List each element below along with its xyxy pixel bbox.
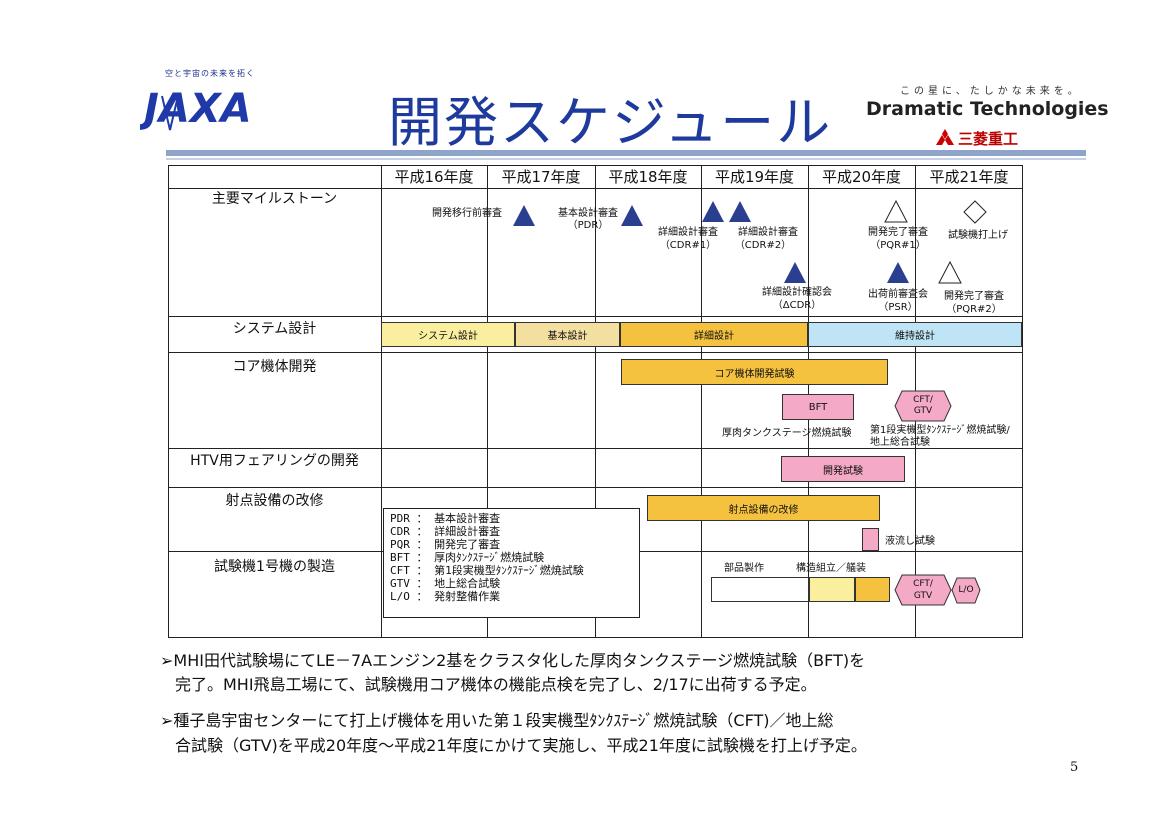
milestone-label: （ΔCDR） — [772, 300, 822, 311]
milestone-label: 詳細設計審査 — [658, 227, 718, 238]
year-h19: 平成19年度 — [714, 168, 795, 186]
bar-core-dev-test: コア機体開発試験 — [621, 359, 888, 385]
col-divider — [701, 165, 702, 638]
milestone-triangle-filled — [887, 262, 909, 283]
cft-label-2: CFT/ — [913, 579, 933, 589]
assembly-label: 構造組立／艤装 — [796, 563, 866, 574]
milestone-label: 詳細設計確認会 — [762, 287, 832, 298]
bar-parts-fabrication — [711, 577, 809, 602]
milestone-label: 試験機打上げ — [948, 230, 1008, 241]
jaxa-logo-mark: JAXA — [137, 86, 252, 132]
year-h18: 平成18年度 — [608, 168, 688, 186]
year-h20: 平成20年度 — [821, 168, 902, 186]
abbreviation-legend: PDR ： 基本設計審査 CDR ： 詳細設計審査 PQR ： 開発完了審査 B… — [383, 508, 640, 618]
year-h17: 平成17年度 — [501, 168, 581, 186]
legend-item: PQR ： 開発完了審査 — [390, 538, 501, 551]
bar-liquid-flow-test — [862, 528, 879, 551]
row-divider — [168, 448, 1023, 449]
cft-gtv-hexagon — [894, 390, 952, 422]
bar-detailed-design: 詳細設計 — [620, 322, 808, 347]
milestone-triangle-filled — [513, 205, 535, 226]
liquid-flow-label: 液流し試験 — [885, 536, 935, 547]
bar-bft: BFT — [782, 394, 854, 420]
bar-maintenance-design: 維持設計 — [808, 322, 1022, 347]
milestone-triangle-open — [938, 260, 962, 284]
jaxa-logo: JAXA — [137, 80, 252, 140]
bft-note: 厚肉タンクステージ燃焼試験 — [722, 428, 852, 439]
milestone-label: 開発完了審査 — [868, 227, 928, 238]
milestone-triangle-filled — [784, 262, 806, 283]
note-2-line-1: ➢種子島宇宙センターにて打上げ機体を用いた第１段実機型ﾀﾝｸｽﾃｰｼﾞ燃焼試験（… — [160, 711, 834, 730]
mitsubishi-logo-icon — [935, 128, 955, 150]
bar-launch-pad-refit: 射点設備の改修 — [647, 495, 880, 521]
legend-item: CDR ： 詳細設計審査 — [390, 525, 501, 538]
legend-item: GTV ： 地上総合試験 — [390, 577, 501, 590]
bar-assembly-1 — [809, 577, 855, 602]
year-h16: 平成16年度 — [394, 168, 474, 186]
header-divider-thin — [166, 158, 1086, 160]
cft-note: 第1段実機型ﾀﾝｸｽﾃｰｼﾞ燃焼試験/ — [870, 425, 1010, 436]
milestone-label: 詳細設計審査 — [738, 227, 798, 238]
row-label-launch-pad: 射点設備の改修 — [225, 493, 324, 509]
milestone-label: 出荷前審査会 — [868, 289, 928, 300]
row-label-system-design: システム設計 — [232, 321, 317, 337]
year-h21: 平成21年度 — [929, 168, 1009, 186]
cft-label: CFT/ — [913, 395, 933, 405]
cft-gtv-hexagon-2 — [894, 574, 952, 606]
bar-basic-design: 基本設計 — [515, 322, 620, 347]
lo-hexagon — [951, 577, 981, 604]
lo-label: L/O — [958, 585, 974, 595]
row-label-fairing: HTV用フェアリングの開発 — [190, 453, 359, 469]
cft-note-2: 地上総合試験 — [870, 437, 930, 448]
col-divider — [381, 165, 382, 638]
legend-item: BFT ： 厚肉ﾀﾝｸｽﾃｰｼﾞ燃焼試験 — [390, 551, 545, 564]
milestone-triangle-filled — [621, 205, 643, 226]
gtv-label: GTV — [913, 406, 933, 416]
milestone-label: （PQR#2） — [946, 304, 1002, 315]
note-1-line-2: 完了。MHI飛島工場にて、試験機用コア機体の機能点検を完了し、2/17に出荷する… — [175, 675, 817, 694]
brand-name: Dramatic Technologies — [866, 98, 1109, 120]
milestone-label: 基本設計審査 — [558, 208, 618, 219]
col-divider — [595, 165, 596, 638]
milestone-triangle-filled — [729, 201, 751, 222]
col-divider — [487, 165, 488, 638]
row-label-milestones: 主要マイルストーン — [211, 191, 338, 207]
page-number: 5 — [1070, 760, 1079, 775]
milestone-triangle-open — [884, 199, 908, 223]
header-divider — [166, 150, 1086, 156]
note-1-line-1: ➢MHI田代試験場にてLE－7Aエンジン2基をクラスタ化した厚肉タンクステージ燃… — [160, 651, 866, 670]
milestone-label: （PQR#1） — [870, 240, 926, 251]
legend-item: L/O ： 発射整備作業 — [390, 590, 501, 603]
row-divider — [168, 487, 1023, 488]
milestone-label: （CDR#2） — [734, 240, 792, 251]
row-label-test-vehicle: 試験機1号機の製造 — [214, 559, 335, 575]
milestone-label: （PSR） — [878, 302, 918, 313]
milestone-label: （PDR） — [567, 220, 609, 231]
row-divider — [168, 352, 1023, 353]
gtv-label-2: GTV — [913, 591, 933, 601]
brand-tagline: この星に、たしかな未来を。 — [900, 86, 1082, 97]
legend-item: CFT ： 第1段実機型ﾀﾝｸｽﾃｰｼﾞ燃焼試験 — [390, 564, 584, 577]
milestone-diamond-open — [963, 200, 987, 224]
milestone-triangle-filled — [702, 201, 724, 222]
milestone-label: 開発完了審査 — [944, 291, 1004, 302]
bar-fairing-dev-test: 開発試験 — [781, 456, 905, 482]
page-title: 開発スケジュール — [388, 91, 833, 154]
parts-label: 部品製作 — [724, 563, 764, 574]
milestone-label: 開発移行前審査 — [432, 208, 502, 219]
legend-item: PDR ： 基本設計審査 — [390, 512, 501, 525]
note-2-line-2: 合試験（GTV)を平成20年度～平成21年度にかけて実施し、平成21年度に試験機… — [175, 736, 867, 755]
row-label-core-dev: コア機体開発 — [232, 359, 317, 375]
milestone-label: （CDR#1） — [659, 240, 717, 251]
row-divider — [168, 316, 1023, 317]
brand-company: 三菱重工 — [958, 130, 1019, 148]
bar-assembly-2 — [855, 577, 890, 602]
svg-text:JAXA: JAXA — [140, 86, 250, 132]
logo-tagline: 空と宇宙の未来を拓く — [165, 69, 255, 78]
bar-system-design: システム設計 — [381, 322, 515, 347]
